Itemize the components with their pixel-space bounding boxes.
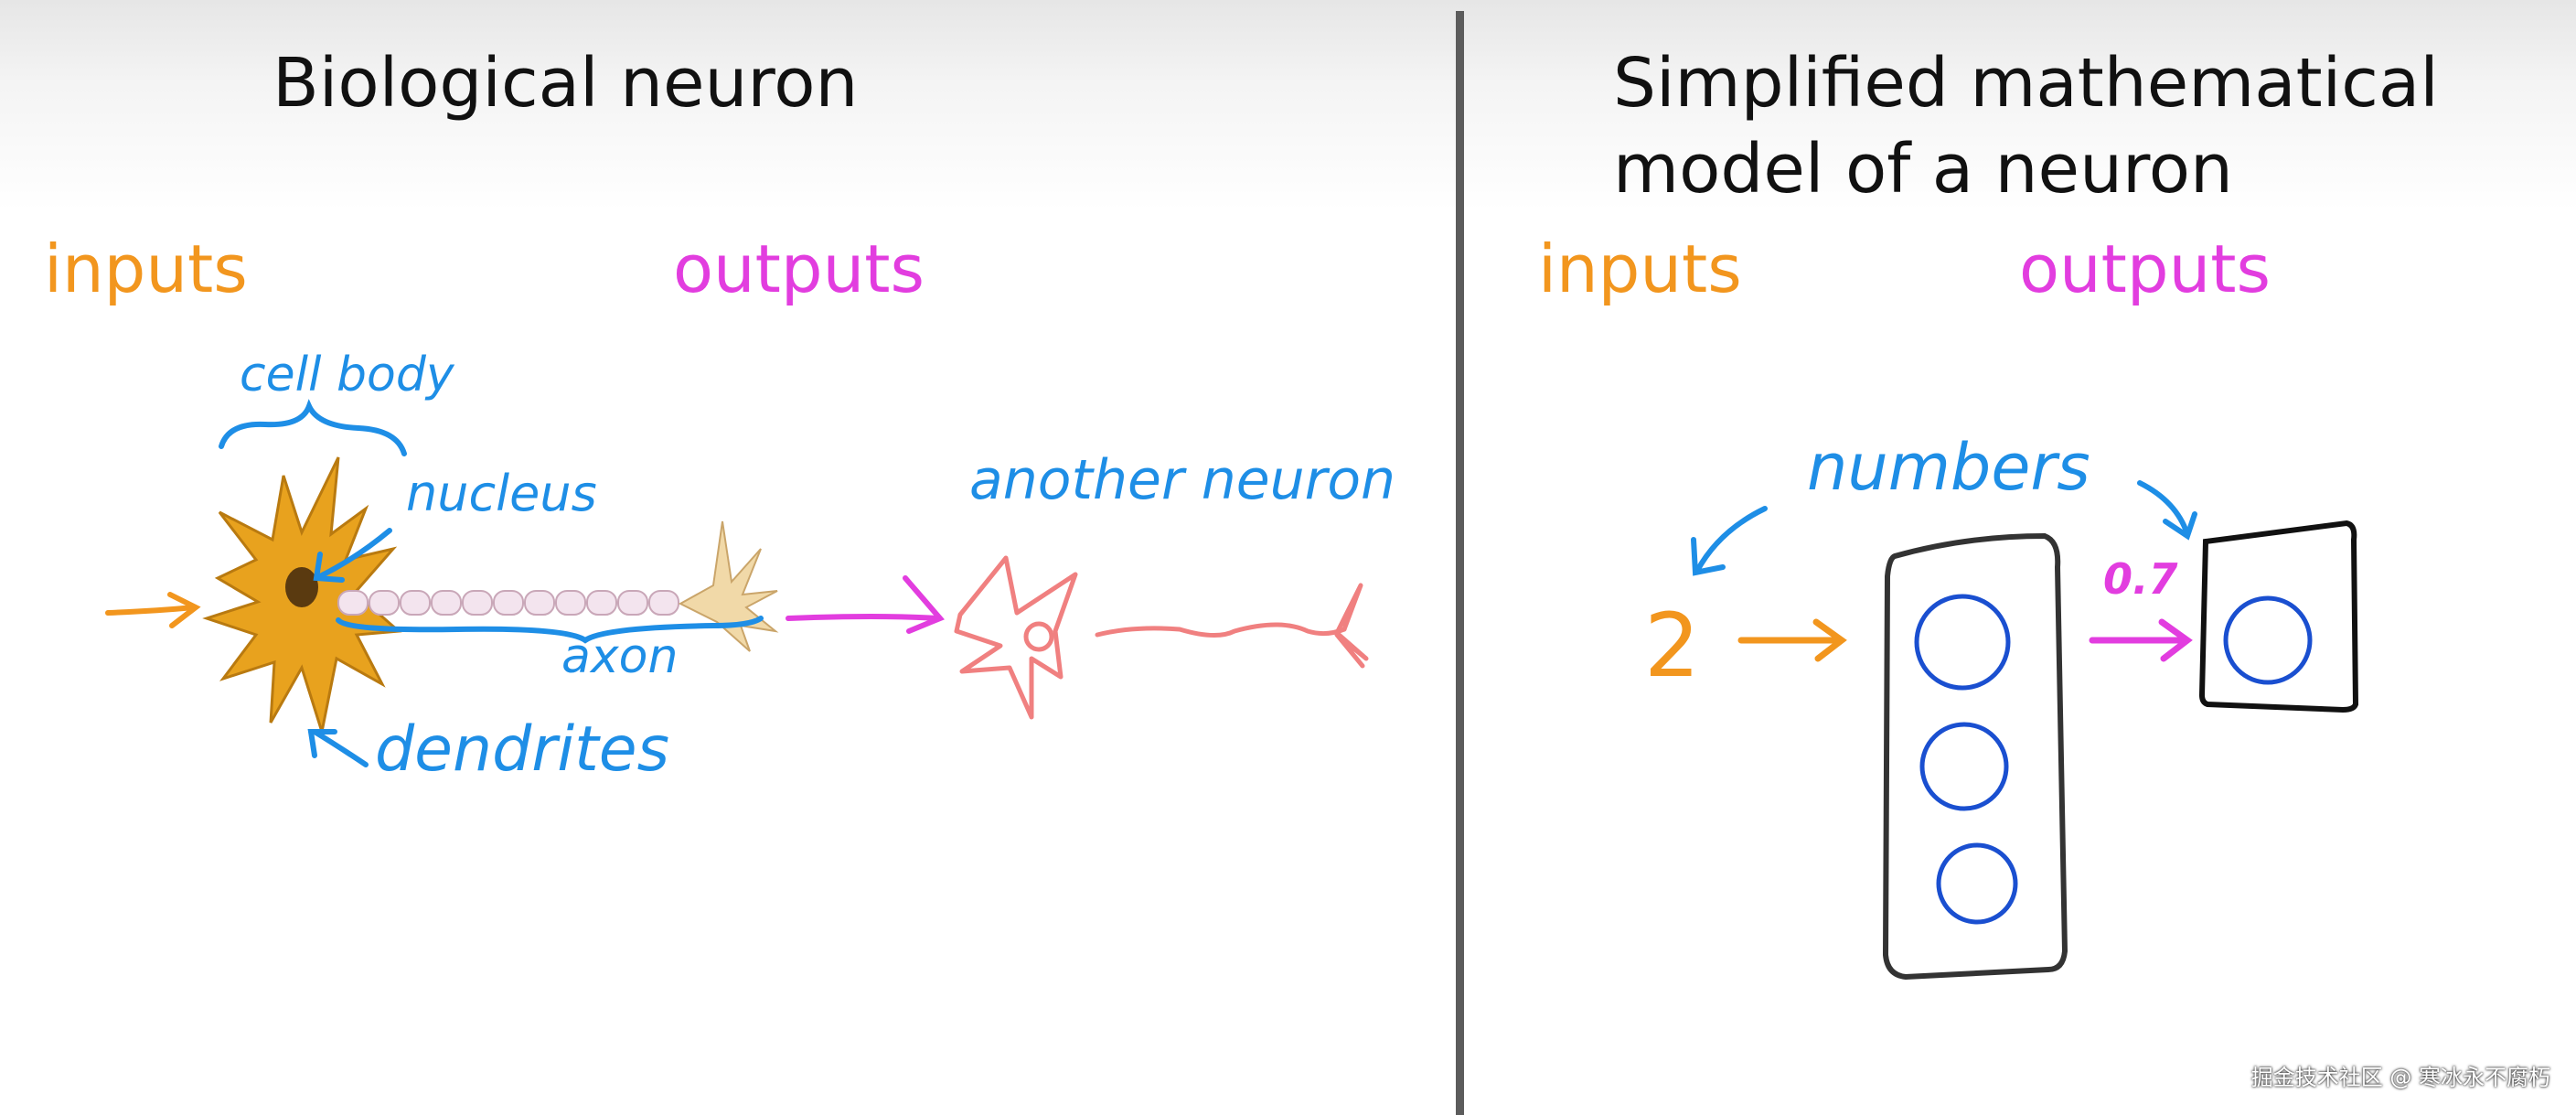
- cell-body-annotation: cell body: [240, 348, 454, 402]
- neuron-cell-body: [202, 456, 402, 733]
- nucleus-annotation: nucleus: [406, 465, 597, 522]
- left-inputs-label: inputs: [44, 231, 248, 307]
- right-panel-title-line1: Simplified mathematical: [1613, 44, 2439, 123]
- dendrites-annotation: dendrites: [375, 713, 670, 786]
- right-outputs-label: outputs: [2019, 231, 2271, 307]
- numbers-annotation: numbers: [1807, 430, 2090, 505]
- output-node: [2223, 595, 2313, 685]
- left-output-arrow: [786, 575, 945, 634]
- axon-terminal: [678, 520, 779, 652]
- watermark: 掘金技术社区 @ 寒冰永不腐朽: [2250, 1065, 2550, 1090]
- left-panel-title: Biological neuron: [273, 44, 859, 123]
- layer-nodes: [1914, 594, 2018, 925]
- right-inputs-label: inputs: [1538, 231, 1742, 307]
- output-box: [2198, 520, 2359, 713]
- right-panel-title-line2: model of a neuron: [1613, 130, 2233, 209]
- left-outputs-label: outputs: [673, 231, 925, 307]
- axon-segments: [337, 590, 679, 616]
- left-input-arrow: [105, 592, 201, 628]
- right-input-arrow: [1737, 618, 1847, 662]
- input-value: 2: [1644, 595, 1701, 697]
- numbers-right-arrow: [2137, 480, 2197, 541]
- axon-brace: [336, 616, 764, 644]
- output-value: 0.7: [2103, 554, 2178, 604]
- panel-divider: [1456, 11, 1464, 1115]
- nucleus-arrow: [313, 528, 392, 583]
- cell-body-brace: [219, 399, 407, 456]
- another-neuron-sketch: [954, 555, 1369, 720]
- dendrites-arrow: [307, 729, 369, 767]
- numbers-left-arrow: [1691, 506, 1768, 576]
- layer-box: [1882, 532, 2068, 981]
- another-neuron-annotation: another neuron: [969, 448, 1396, 512]
- right-output-arrow: [2089, 618, 2193, 662]
- header-background: [0, 0, 2576, 210]
